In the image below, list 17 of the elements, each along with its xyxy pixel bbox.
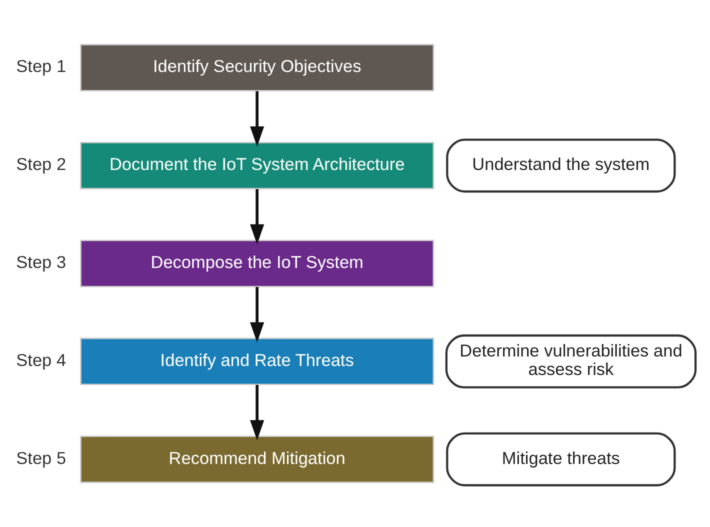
node-label: Step 5: [16, 448, 66, 468]
arrow: [250, 91, 264, 147]
label: Understand the system: [472, 154, 650, 174]
label: Determine vulnerabilities and assess risk: [460, 340, 682, 380]
node-box: Identify and Rate Threats: [80, 338, 434, 386]
node-box: Decompose the IoT System: [80, 240, 434, 288]
arrow: [250, 286, 264, 342]
arrow: [250, 384, 264, 440]
node-box: Recommend Mitigation: [80, 436, 434, 484]
node-label: Step 2: [16, 154, 66, 174]
node-label: Step 1: [16, 56, 66, 76]
label: Mitigate threats: [502, 448, 620, 468]
arrow: [250, 189, 264, 244]
node-box: Identify Security Objectives: [80, 44, 434, 92]
node-label: Step 4: [16, 350, 66, 370]
node-label: Step 3: [16, 252, 66, 272]
node-box: Document the IoT System Architecture: [80, 142, 434, 190]
